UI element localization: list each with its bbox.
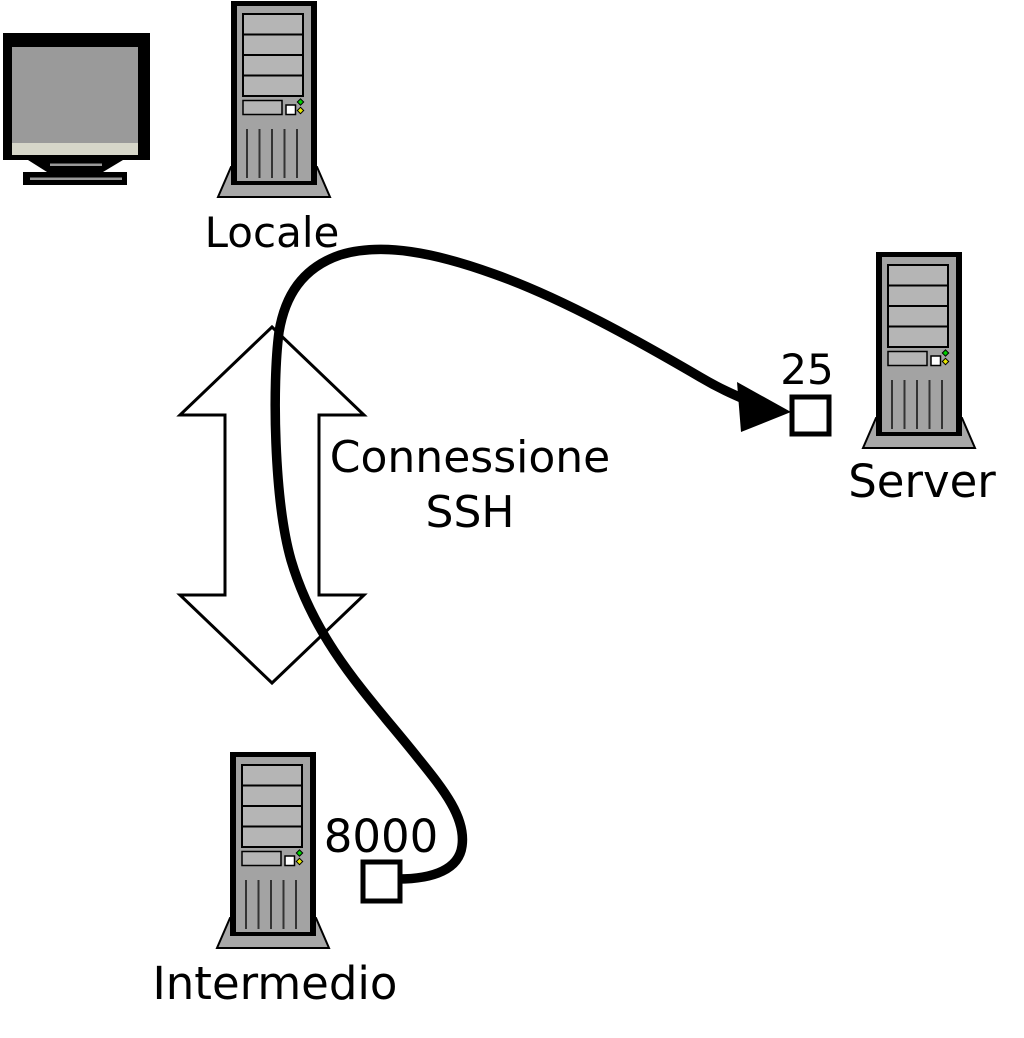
local-computer-icon	[217, 0, 331, 198]
intermediate-port-label: 8000	[324, 810, 439, 863]
server-computer-icon	[862, 251, 976, 449]
tunnel-cable	[270, 244, 755, 884]
server-label: Server	[848, 455, 996, 508]
local-label: Locale	[205, 208, 340, 257]
ssh-bidirectional-arrow	[176, 324, 368, 686]
intermediate-computer-icon	[216, 751, 330, 949]
intermediate-port-box	[360, 859, 403, 904]
tunnel-arrowhead	[737, 382, 791, 432]
monitor-icon	[3, 33, 150, 185]
connection-label-line2: SSH	[426, 487, 515, 538]
server-port-label: 25	[780, 345, 833, 394]
connection-label-line1: Connessione	[330, 432, 610, 483]
intermediate-label: Intermedio	[153, 957, 398, 1010]
server-port-box	[789, 394, 832, 437]
